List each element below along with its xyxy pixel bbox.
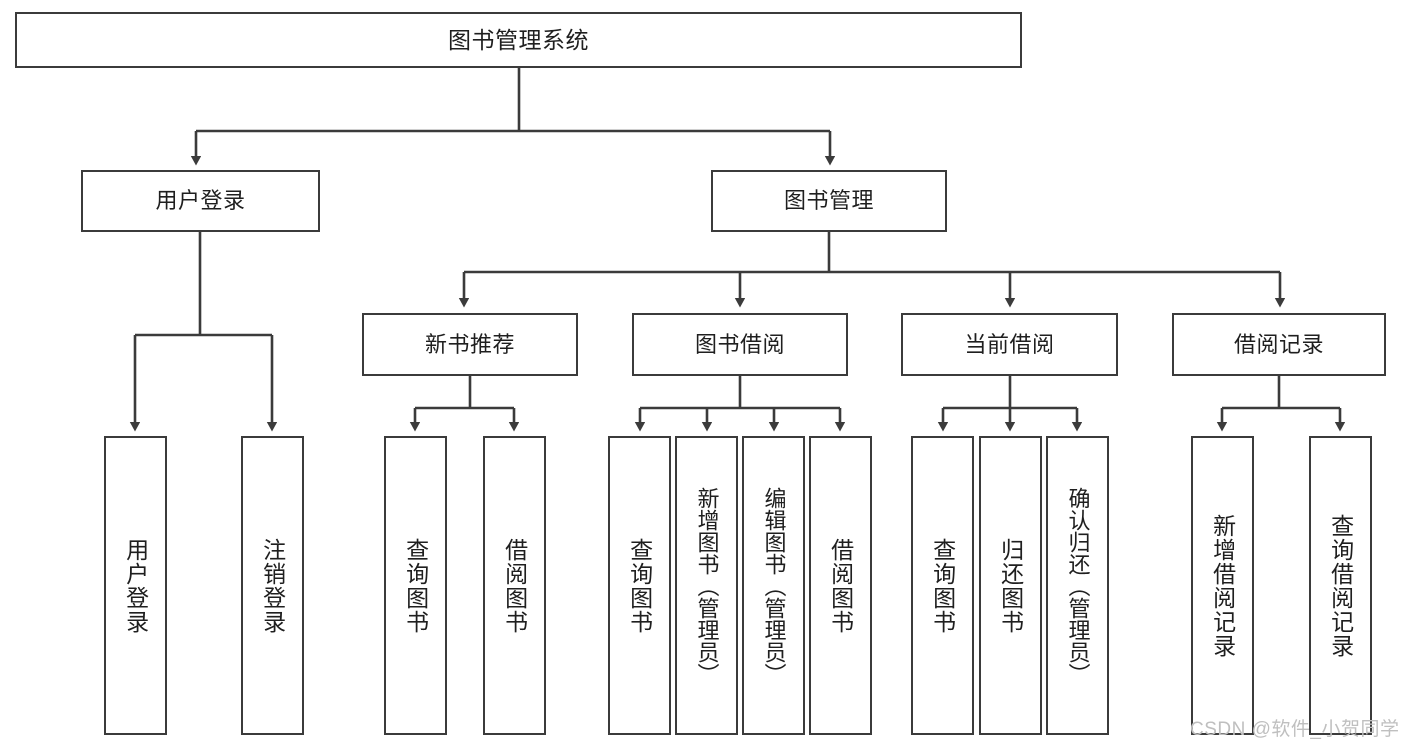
leaf-confirm-return-admin[interactable]: 确认归还（管理员） <box>1046 436 1109 735</box>
leaf-query-book-current[interactable]: 查询图书 <box>911 436 974 735</box>
node-label: 图书借阅 <box>694 331 785 357</box>
node-label: 注销登录 <box>259 537 286 634</box>
node-label: 查询借阅记录 <box>1327 513 1354 658</box>
leaf-edit-book-admin[interactable]: 编辑图书（管理员） <box>742 436 805 735</box>
node-current-borrow[interactable]: 当前借阅 <box>901 313 1118 376</box>
node-label: 借阅图书 <box>827 537 854 634</box>
node-label: 编辑图书（管理员） <box>761 486 787 685</box>
node-label: 新增图书（管理员） <box>694 486 720 685</box>
node-label: 归还图书 <box>997 537 1024 634</box>
leaf-borrow-book[interactable]: 借阅图书 <box>809 436 872 735</box>
node-label: 用户登录 <box>122 537 149 634</box>
node-label: 查询图书 <box>402 537 429 634</box>
leaf-return-book[interactable]: 归还图书 <box>979 436 1042 735</box>
node-label: 查询图书 <box>929 537 956 634</box>
node-label: 新书推荐 <box>424 331 515 357</box>
node-book-borrow[interactable]: 图书借阅 <box>632 313 848 376</box>
node-label: 借阅图书 <box>501 537 528 634</box>
leaf-query-borrow-record[interactable]: 查询借阅记录 <box>1309 436 1372 735</box>
leaf-borrow-book-recommend[interactable]: 借阅图书 <box>483 436 546 735</box>
node-borrow-record[interactable]: 借阅记录 <box>1172 313 1386 376</box>
leaf-query-book-recommend[interactable]: 查询图书 <box>384 436 447 735</box>
node-label: 用户登录 <box>155 188 246 214</box>
node-label: 当前借阅 <box>964 331 1055 357</box>
node-user-login[interactable]: 用户登录 <box>81 170 320 232</box>
node-label: 借阅记录 <box>1233 331 1324 357</box>
leaf-add-book-admin[interactable]: 新增图书（管理员） <box>675 436 738 735</box>
node-label: 图书管理系统 <box>448 26 589 53</box>
leaf-query-book-borrow[interactable]: 查询图书 <box>608 436 671 735</box>
watermark-text: CSDN @软件_小贺同学 <box>1190 719 1400 740</box>
node-label: 图书管理 <box>783 188 874 214</box>
node-book-management[interactable]: 图书管理 <box>711 170 947 232</box>
node-label: 新增借阅记录 <box>1209 513 1236 658</box>
leaf-user-login[interactable]: 用户登录 <box>104 436 167 735</box>
node-new-book-recommend[interactable]: 新书推荐 <box>362 313 578 376</box>
leaf-logout[interactable]: 注销登录 <box>241 436 304 735</box>
node-label: 确认归还（管理员） <box>1065 486 1091 685</box>
leaf-add-borrow-record[interactable]: 新增借阅记录 <box>1191 436 1254 735</box>
node-root-library-system[interactable]: 图书管理系统 <box>15 12 1022 68</box>
node-label: 查询图书 <box>626 537 653 634</box>
